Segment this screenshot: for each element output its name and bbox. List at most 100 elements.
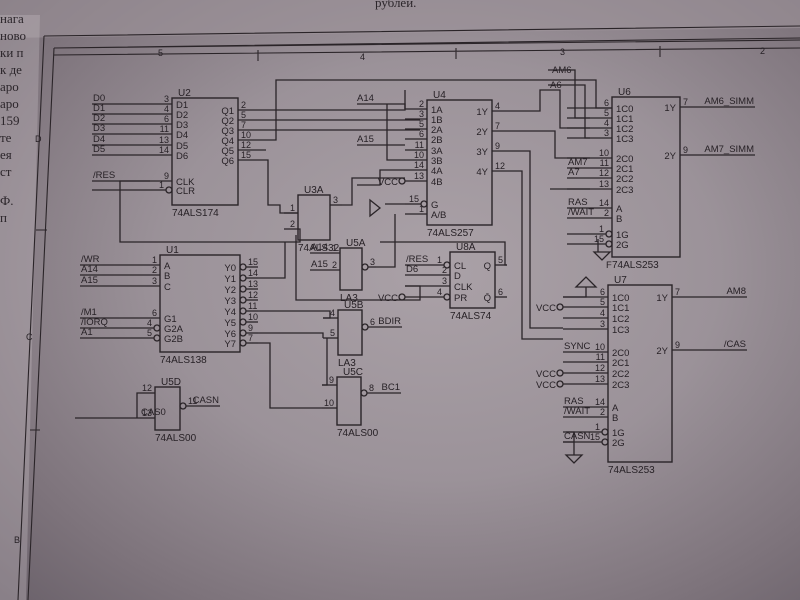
margin-fragment: Ф.: [0, 193, 14, 208]
pin-label: Y0: [224, 263, 236, 274]
pin-label: G1: [164, 314, 177, 325]
pin-number: 4: [495, 101, 500, 111]
pin-label: CLK: [176, 177, 195, 188]
pin-number: 13: [595, 374, 605, 384]
chip-reference: U2: [178, 88, 191, 99]
chip-u6: U674ALS25361C051C141C231C3102C0112C1AM71…: [567, 87, 755, 271]
net-label: A7: [568, 167, 580, 178]
pin-number: 10: [414, 150, 424, 160]
pin-number: 12: [248, 290, 258, 300]
pin-number: 5: [604, 108, 609, 118]
pin-label: 1C2: [616, 124, 633, 135]
pin-label: A/B: [431, 210, 446, 221]
pin-number: 12: [495, 161, 505, 171]
net-label: /M1: [81, 307, 97, 318]
pin-number: 10: [248, 312, 258, 322]
chip-u4: U474ALS25721A31B52A62B113A103B144A134BVC…: [378, 90, 514, 239]
inversion-bubble: [361, 323, 369, 331]
pin-number: 5: [600, 297, 605, 307]
pin-number: 6: [164, 114, 169, 124]
pin-number: 8: [369, 383, 374, 393]
inversion-bubble: [361, 263, 369, 271]
vcc-terminal: [398, 177, 406, 185]
pin-number: 13: [414, 171, 424, 181]
inversion-bubble: [153, 334, 161, 342]
net-label: VCC: [378, 293, 398, 304]
pin-number: 3: [604, 128, 609, 138]
pin-number: 6: [604, 98, 609, 108]
top-note: рублей.: [375, 0, 416, 10]
pin-label: 2C0: [616, 154, 633, 165]
chip-reference: U4: [433, 90, 446, 101]
chip-reference: U5D: [161, 377, 181, 388]
chip-part-number: 74ALS00: [155, 433, 197, 444]
pin-label: 1Y: [476, 107, 488, 118]
pin-label: 1C2: [612, 314, 629, 325]
pin-number: 4: [147, 318, 152, 328]
chip-body: [337, 309, 363, 356]
pin-label: A: [612, 403, 619, 414]
pin-number: 3: [370, 257, 375, 267]
net-label: D4: [93, 134, 105, 145]
chip-reference: U6: [618, 87, 631, 98]
pin-number: 1: [419, 204, 424, 214]
chip-reference: U5B: [344, 300, 364, 311]
chip-part-number: LA3: [338, 358, 356, 369]
margin-fragment: ея: [0, 147, 12, 162]
pin-label: 2C3: [612, 380, 629, 391]
ground-label: F: [606, 260, 612, 271]
vcc-terminal: [556, 380, 564, 388]
pin-number: 7: [675, 287, 680, 297]
pin-number: 14: [595, 397, 605, 407]
vcc-terminal: [556, 303, 564, 311]
chip-reference: U5C: [343, 367, 363, 378]
net-label-a6: A6: [550, 80, 562, 91]
pin-label: 2Y: [656, 346, 668, 357]
chip-reference: U5A: [346, 238, 366, 249]
pin-number: 3: [600, 319, 605, 329]
pin-number: 2: [241, 100, 246, 110]
pin-number: 11: [160, 124, 169, 134]
pin-label: 2A: [431, 125, 443, 136]
pin-number: 4: [330, 308, 335, 318]
inversion-bubble: [239, 263, 247, 271]
inversion-bubble: [239, 339, 247, 347]
pin-label: 4A: [431, 166, 443, 177]
pin-number: 10: [595, 342, 605, 352]
pin-number: 14: [599, 198, 609, 208]
pin-label: D4: [176, 130, 188, 141]
pin-label: Q: [484, 261, 491, 272]
net-label-am6: AM6: [552, 65, 572, 76]
net-label: /WR: [81, 254, 100, 265]
pin-label: 1B: [431, 115, 443, 126]
pin-number: 14: [414, 160, 424, 170]
pin-number: 7: [241, 120, 246, 130]
net-label: AM7_SIMM: [704, 144, 754, 155]
inversion-bubble: [153, 324, 161, 332]
pin-number: 9: [164, 171, 169, 181]
pin-label: 3B: [431, 156, 443, 167]
pin-number: 12: [599, 168, 609, 178]
pin-label: D2: [176, 110, 188, 121]
pin-number: 13: [159, 135, 169, 145]
pin-number: 11: [188, 396, 197, 406]
vcc-terminal: [398, 293, 406, 301]
chip-body: [339, 247, 363, 291]
chip-part-number: 74ALS174: [172, 208, 219, 219]
margin-fragment: 159: [0, 113, 20, 128]
pin-label: Q5: [221, 146, 234, 157]
chip-body: [154, 386, 181, 431]
net-label: D2: [93, 113, 105, 124]
pin-number: 1: [152, 255, 157, 265]
net-label: D3: [93, 123, 105, 134]
pin-label: 3Y: [476, 147, 488, 158]
net-label: /IORQ: [81, 317, 108, 328]
pin-number: 9: [329, 375, 334, 385]
net-label: AM7: [568, 157, 588, 168]
pin-label: 1Y: [656, 293, 668, 304]
frame-column-label: 5: [158, 48, 163, 58]
pin-label: Q̄: [484, 293, 491, 304]
components: U274ALS1743D1D04D2D16D3D211D4D313D5D414D…: [80, 87, 755, 476]
inversion-bubble: [601, 428, 609, 436]
